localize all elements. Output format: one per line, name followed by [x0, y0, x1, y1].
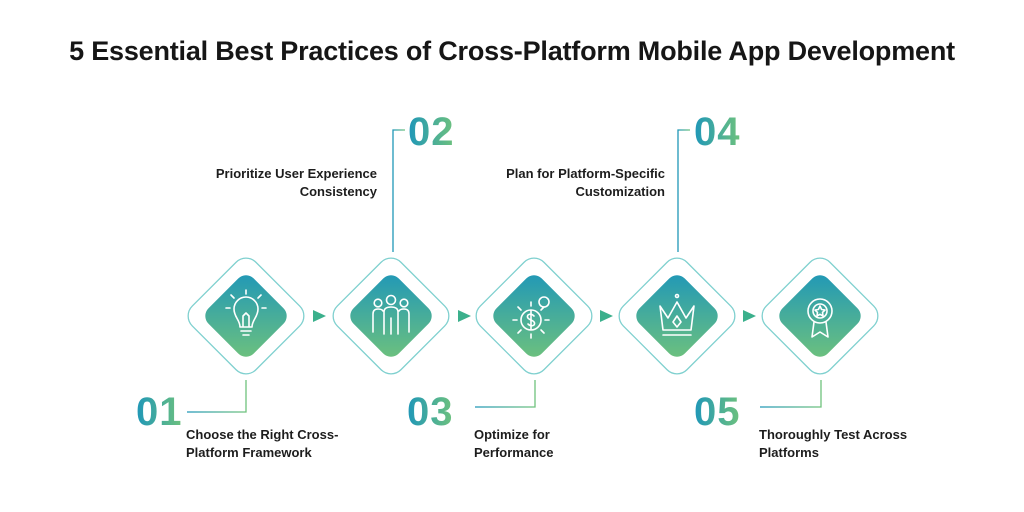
step-label-02: Prioritize User Experience Consistency	[215, 166, 377, 199]
arrow-right-icon	[743, 310, 756, 322]
step-label-04: Plan for Platform-Specific Customization	[506, 166, 665, 199]
connector-01	[187, 380, 247, 413]
gear-dollar-icon	[512, 296, 550, 339]
diamond-fill-2	[350, 275, 432, 357]
lightbulb-icon	[225, 289, 267, 336]
step-number-04: 04	[694, 110, 741, 154]
arrow-right-icon	[313, 310, 326, 322]
diamond-fill-1	[205, 275, 287, 357]
connector-03	[475, 380, 536, 408]
page-title: 5 Essential Best Practices of Cross-Plat…	[69, 36, 955, 66]
crown-icon	[659, 293, 695, 336]
arrow-right-icon	[600, 310, 613, 322]
diamond-fill-5	[779, 275, 861, 357]
step-label-05: Thoroughly Test Across Platforms	[759, 427, 908, 460]
step-number-01: 01	[136, 390, 183, 434]
connector-04	[677, 129, 690, 252]
arrow-right-icon	[458, 310, 471, 322]
step-number-02: 02	[408, 110, 455, 154]
users-group-icon	[372, 294, 410, 335]
step-label-01: Choose the Right Cross- Platform Framewo…	[186, 427, 339, 460]
connector-02	[392, 129, 405, 252]
step-number-05: 05	[694, 390, 741, 434]
award-badge-icon	[807, 298, 833, 338]
step-number-03: 03	[407, 390, 454, 434]
step-label-03: Optimize for Performance	[474, 427, 554, 460]
connector-05	[760, 380, 822, 408]
